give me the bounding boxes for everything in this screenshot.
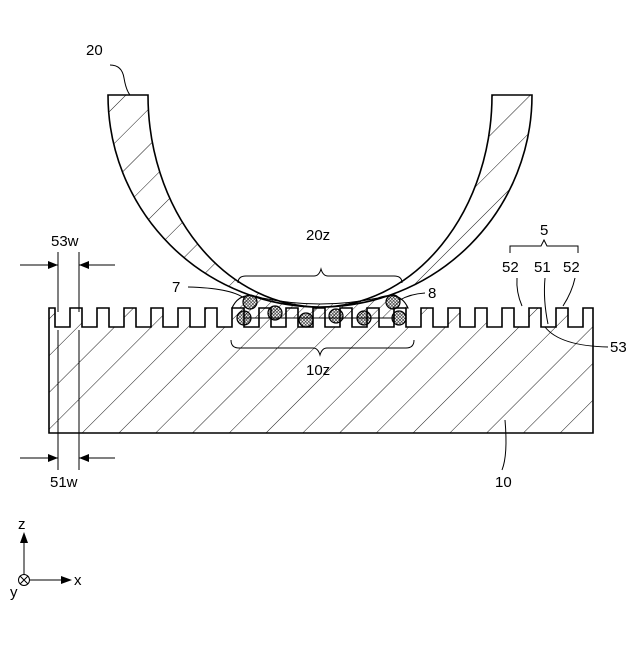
particle [392, 311, 406, 325]
leader-52-right [563, 278, 575, 306]
particle [299, 313, 313, 327]
x-axis-arrow [61, 576, 72, 584]
bonding-layer [232, 296, 408, 318]
label-10z: 10z [306, 362, 330, 379]
leader-52-left [517, 278, 522, 306]
label-5: 5 [540, 222, 548, 239]
label-53: 53 [610, 339, 627, 356]
label-20z: 20z [306, 227, 330, 244]
label-8: 8 [428, 285, 436, 302]
particle [357, 311, 371, 325]
particle [386, 295, 400, 309]
particle [268, 306, 282, 320]
dim-53w-arrow-right [79, 261, 89, 269]
y-axis-label: y [10, 584, 18, 601]
label-51: 51 [534, 259, 551, 276]
brace-20z [238, 269, 402, 283]
particle [329, 309, 343, 323]
label-20: 20 [86, 42, 103, 59]
z-axis-arrow [20, 532, 28, 543]
cylinder-body [108, 95, 532, 307]
x-axis-label: x [74, 572, 82, 589]
label-52-right: 52 [563, 259, 580, 276]
leader-8 [400, 293, 425, 300]
label-51w: 51w [50, 474, 78, 491]
particle [237, 311, 251, 325]
particle [243, 295, 257, 309]
label-53w: 53w [51, 233, 79, 250]
axis-indicator: z x y [10, 516, 82, 601]
dim-53w-arrow-left [48, 261, 58, 269]
label-52-left: 52 [502, 259, 519, 276]
brace-5 [510, 240, 578, 253]
leader-20 [110, 65, 130, 95]
dim-51w-arrow-right [79, 454, 89, 462]
dim-51w-arrow-left [48, 454, 58, 462]
leader-51 [544, 278, 548, 324]
label-7: 7 [172, 279, 180, 296]
label-10: 10 [495, 474, 512, 491]
z-axis-label: z [18, 516, 26, 533]
